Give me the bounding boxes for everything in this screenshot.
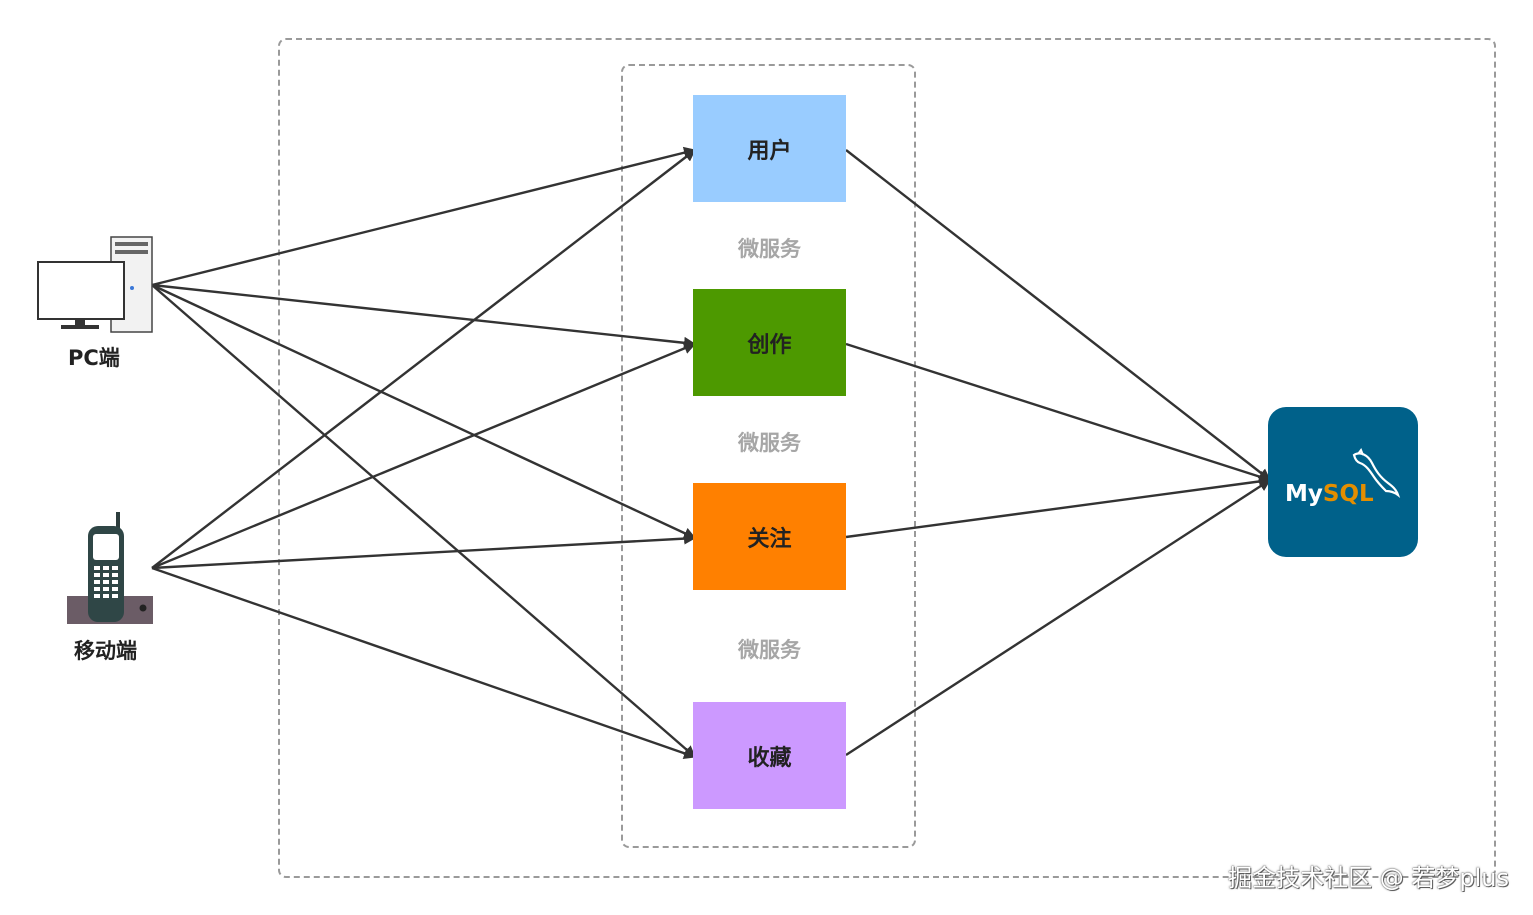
watermark: 掘金技术社区 @ 若梦plus — [1228, 864, 1509, 892]
arrow-pc-to-create — [151, 283, 696, 349]
arrow-pc-to-favorite — [151, 284, 696, 758]
arrow-mobile-to-create — [151, 342, 696, 570]
pc-icon — [37, 236, 153, 333]
mysql-wordmark-my: My — [1285, 481, 1323, 507]
service-favorite: 收藏 — [693, 702, 846, 809]
arrow-mobile-to-follow — [151, 532, 696, 570]
mobile-phone-icon — [67, 512, 153, 624]
arrow-pc-to-follow — [151, 283, 696, 540]
service-user-label: 用户 — [747, 138, 792, 164]
service-follow-label: 关注 — [747, 526, 792, 552]
microservice-group-boundary — [621, 64, 916, 848]
arrow-pc-to-user — [151, 146, 696, 287]
service-favorite-label: 收藏 — [747, 745, 792, 771]
microservice-label: 微服务 — [738, 638, 801, 662]
mysql-wordmark: MySQL — [1285, 481, 1374, 507]
arrow-mobile-to-favorite — [151, 566, 696, 760]
arrow-user-to-mysql — [845, 149, 1271, 481]
service-follow: 关注 — [693, 483, 846, 590]
arrow-create-to-mysql — [845, 342, 1271, 483]
mysql-wordmark-sql: SQL — [1322, 481, 1374, 507]
mobile-client-label: 移动端 — [74, 639, 137, 663]
microservice-label: 微服务 — [738, 431, 801, 455]
service-user: 用户 — [693, 95, 846, 202]
arrow-favorite-to-mysql — [845, 478, 1271, 757]
outer-system-boundary — [278, 38, 1496, 878]
microservice-label: 微服务 — [738, 237, 801, 261]
arrow-mobile-to-user — [151, 149, 696, 569]
arrow-follow-to-mysql — [845, 475, 1271, 539]
dolphin-icon — [1352, 447, 1401, 498]
service-create: 创作 — [693, 289, 846, 396]
pc-client-label: PC端 — [68, 346, 120, 370]
service-create-label: 创作 — [747, 332, 792, 358]
mysql-database-logo: MySQL — [1268, 407, 1418, 557]
